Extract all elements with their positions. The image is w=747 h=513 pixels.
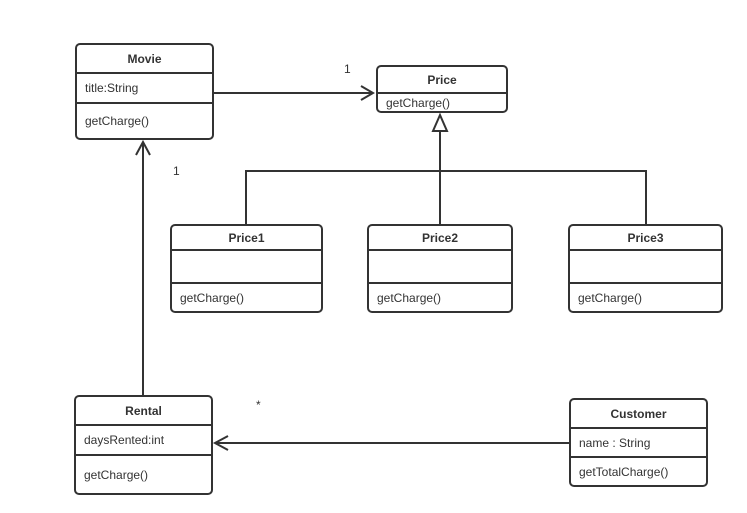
class-method: getCharge() (84, 467, 149, 482)
class-method: getCharge() (386, 95, 451, 110)
class-method: getCharge() (85, 114, 150, 128)
class-box-price1[interactable]: Price1 getCharge() (170, 224, 323, 313)
class-name: Rental (76, 397, 211, 426)
open-arrowhead-left (212, 435, 229, 451)
class-box-customer[interactable]: Customer name : String getTotalCharge() (569, 398, 708, 487)
class-box-price2[interactable]: Price2 getCharge() (367, 224, 513, 313)
open-arrowhead-right (360, 85, 375, 101)
class-name: Price3 (570, 226, 721, 251)
class-method: getTotalCharge() (579, 464, 669, 479)
hollow-triangle-arrowhead (431, 112, 449, 132)
class-attribute: title:String (77, 74, 212, 104)
class-method: getCharge() (180, 290, 245, 305)
class-name: Price1 (172, 226, 321, 251)
class-box-price[interactable]: Price getCharge() (376, 65, 508, 113)
class-box-price3[interactable]: Price3 getCharge() (568, 224, 723, 313)
class-box-rental[interactable]: Rental daysRented:int getCharge() (74, 395, 213, 495)
class-name: Movie (77, 45, 212, 74)
multiplicity-label-movie-price: 1 (344, 62, 351, 76)
connector-movie-price[interactable] (214, 85, 375, 101)
connector-rental-movie[interactable] (135, 139, 151, 395)
multiplicity-label-customer-rental: * (256, 398, 261, 412)
open-arrowhead-up (135, 139, 151, 156)
connector-generalization-tree[interactable] (245, 112, 647, 224)
class-name: Price2 (369, 226, 511, 251)
class-attribute-empty (172, 251, 321, 284)
connector-customer-rental[interactable] (212, 435, 569, 451)
class-name: Price (378, 67, 506, 94)
class-name: Customer (571, 400, 706, 429)
class-attribute: daysRented:int (76, 426, 211, 456)
class-attribute: name : String (571, 429, 706, 458)
class-attribute-empty (570, 251, 721, 284)
class-attribute-empty (369, 251, 511, 284)
class-method: getCharge() (377, 290, 442, 305)
class-box-movie[interactable]: Movie title:String getCharge() (75, 43, 214, 140)
multiplicity-label-rental-movie: 1 (173, 164, 180, 178)
class-method: getCharge() (578, 290, 643, 305)
